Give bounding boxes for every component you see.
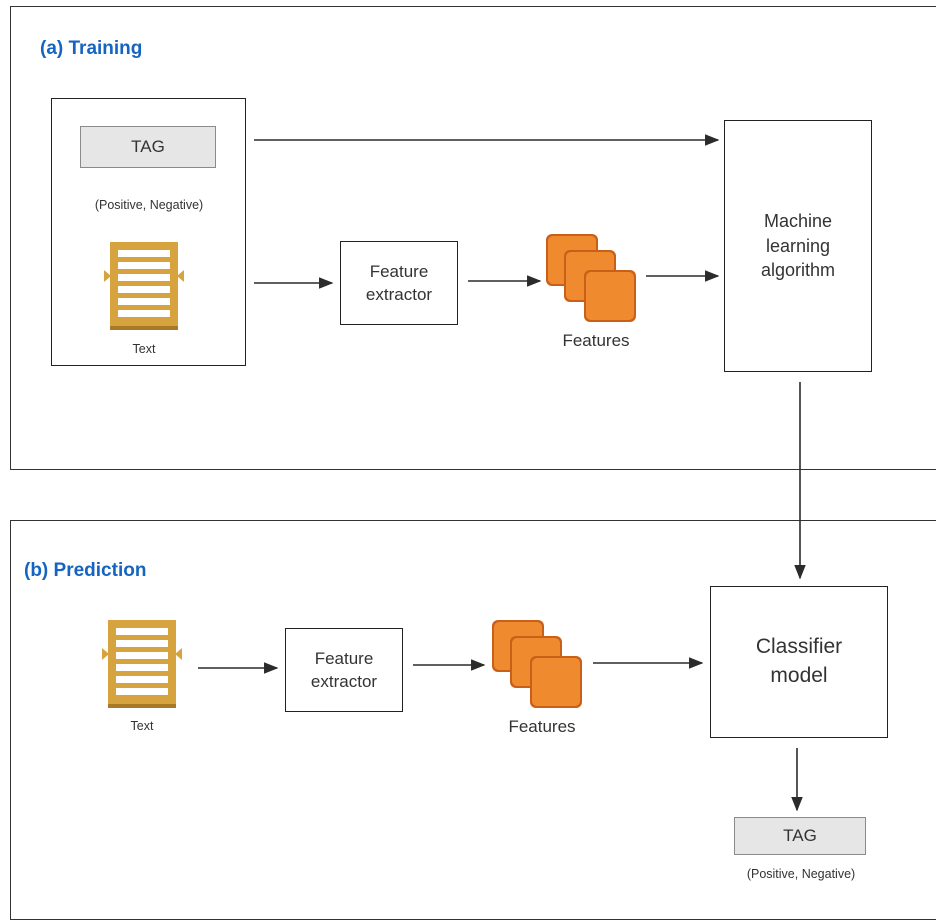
prediction-text-label: Text xyxy=(130,719,154,733)
training-text-label: Text xyxy=(132,342,156,356)
training-tag-caption: (Positive, Negative) xyxy=(94,198,204,212)
training-input-box xyxy=(51,98,246,366)
training-features-label: Features xyxy=(562,331,630,350)
prediction-features-label: Features xyxy=(508,717,576,736)
classifier-model-box: Classifier model xyxy=(710,586,888,738)
prediction-document-icon xyxy=(102,620,182,708)
training-feature-extractor-box: Feature extractor xyxy=(340,241,458,325)
training-panel xyxy=(10,6,936,470)
training-document-icon xyxy=(104,242,184,330)
prediction-title: (b) Prediction xyxy=(24,560,147,581)
training-tag-box: TAG xyxy=(80,126,216,168)
ml-algorithm-box: Machine learning algorithm xyxy=(724,120,872,372)
prediction-features-icon xyxy=(492,620,582,708)
training-title: (a) Training xyxy=(40,38,143,59)
training-features-icon xyxy=(546,234,636,322)
prediction-feature-extractor-box: Feature extractor xyxy=(285,628,403,712)
prediction-tag-caption: (Positive, Negative) xyxy=(746,867,856,881)
prediction-tag-box: TAG xyxy=(734,817,866,855)
